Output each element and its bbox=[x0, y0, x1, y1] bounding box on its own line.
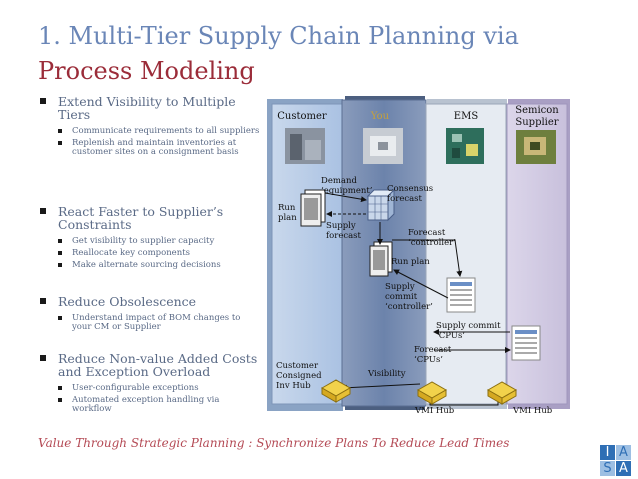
lane-label-semicon: Semicon Supplier bbox=[515, 105, 559, 128]
sub-bullet-square bbox=[58, 263, 62, 267]
label-forecast-cpus: Forecast ‘CPUs’ bbox=[414, 345, 452, 365]
sub-bullet-text: Communicate requirements to all supplier… bbox=[72, 126, 260, 136]
customer-run-plan-document-icon bbox=[300, 189, 326, 227]
sub-bullet-square bbox=[58, 129, 62, 133]
logo-cell: S bbox=[600, 461, 615, 476]
logo-cell: A bbox=[616, 445, 631, 460]
semicon-chip-image bbox=[516, 130, 556, 164]
label-run-plan-you: Run plan bbox=[391, 257, 430, 267]
consensus-forecast-cube-icon bbox=[366, 188, 396, 222]
ems-circuit-board-image bbox=[446, 128, 484, 164]
logo-cell: A bbox=[616, 461, 631, 476]
sub-bullet-square bbox=[58, 398, 62, 402]
sub-bullet-text: Understand impact of BOM changes to your… bbox=[72, 313, 241, 332]
you-run-plan-document-icon bbox=[369, 241, 393, 277]
forecast-controller-arrow bbox=[392, 239, 463, 277]
lane-label-customer: Customer bbox=[277, 111, 327, 122]
label-consensus-forecast: Consensus forecast bbox=[387, 184, 434, 204]
demand-arrow bbox=[324, 192, 367, 203]
page-title-line2: Process Modeling bbox=[38, 57, 255, 85]
sub-bullet-text: Get visibility to supplier capacity bbox=[72, 236, 215, 246]
label-supply-forecast: Supply forecast bbox=[326, 221, 361, 241]
sub-bullet-square bbox=[58, 316, 62, 320]
customer-building-image bbox=[285, 128, 325, 164]
you-equipment-image bbox=[363, 128, 403, 164]
bullet-square bbox=[40, 355, 46, 361]
label-vmi-hub-2: VMI Hub bbox=[513, 406, 553, 416]
isa-logo: I A S A bbox=[600, 445, 632, 477]
visibility-arrow bbox=[341, 383, 421, 391]
semicon-report-sheet-icon bbox=[511, 325, 541, 361]
customer-hub-pallet-icon bbox=[320, 379, 352, 403]
bullet-react-faster: React Faster to Supplier’s Constraints G… bbox=[40, 205, 260, 270]
sub-bullet-text: Replenish and maintain inventories at cu… bbox=[72, 138, 239, 157]
bullet-heading: React Faster to Supplier’s Constraints bbox=[58, 204, 224, 232]
sub-bullet-text: Automated exception handling via workflo… bbox=[72, 395, 220, 414]
bullet-heading: Reduce Non-value Added Costs and Excepti… bbox=[58, 351, 258, 379]
bullet-square bbox=[40, 298, 46, 304]
lane-label-ems: EMS bbox=[453, 111, 479, 122]
footer-tagline: Value Through Strategic Planning : Synch… bbox=[38, 436, 510, 450]
vmi-hub-pallet-icon-1 bbox=[416, 381, 448, 405]
page-title-line1: 1. Multi-Tier Supply Chain Planning via bbox=[38, 22, 519, 50]
label-demand: Demand ‘equipment’ bbox=[321, 176, 373, 196]
bullet-square bbox=[40, 98, 46, 104]
lane-label-you: You bbox=[370, 111, 390, 122]
sub-bullet-text: Reallocate key components bbox=[72, 248, 190, 258]
label-visibility: Visibility bbox=[368, 369, 406, 379]
sub-bullet-square bbox=[58, 239, 62, 243]
label-supply-commit-controller: Supply commit ‘controller’ bbox=[385, 282, 433, 312]
bullet-reduce-costs: Reduce Non-value Added Costs and Excepti… bbox=[40, 352, 260, 414]
sub-bullet-square bbox=[58, 141, 62, 145]
bullet-obsolescence: Reduce Obsolescence Understand impact of… bbox=[40, 295, 260, 332]
label-run-plan-customer: Run plan bbox=[278, 203, 297, 223]
label-customer-consigned-inv-hub: Customer Consigned Inv Hub bbox=[276, 361, 322, 391]
sub-bullet-square bbox=[58, 386, 62, 390]
label-forecast-controller: Forecast ‘controller’ bbox=[408, 228, 456, 248]
logo-cell: I bbox=[600, 445, 615, 460]
bullet-visibility: Extend Visibility to Multiple Tiers Comm… bbox=[40, 95, 260, 157]
supply-commit-controller-arrow bbox=[393, 269, 449, 299]
label-supply-commit-cpus: Supply commit ‘CPUs’ bbox=[436, 321, 501, 341]
bullet-heading: Extend Visibility to Multiple Tiers bbox=[58, 94, 236, 122]
sub-bullet-text: Make alternate sourcing decisions bbox=[72, 260, 221, 270]
bullet-square bbox=[40, 208, 46, 214]
label-vmi-hub-1: VMI Hub bbox=[415, 406, 455, 416]
vmi-hub-pallet-icon-2 bbox=[486, 381, 518, 405]
bullet-heading: Reduce Obsolescence bbox=[58, 294, 197, 309]
sub-bullet-square bbox=[58, 251, 62, 255]
sub-bullet-text: User-configurable exceptions bbox=[72, 383, 199, 393]
ems-report-sheet-icon bbox=[446, 277, 476, 313]
